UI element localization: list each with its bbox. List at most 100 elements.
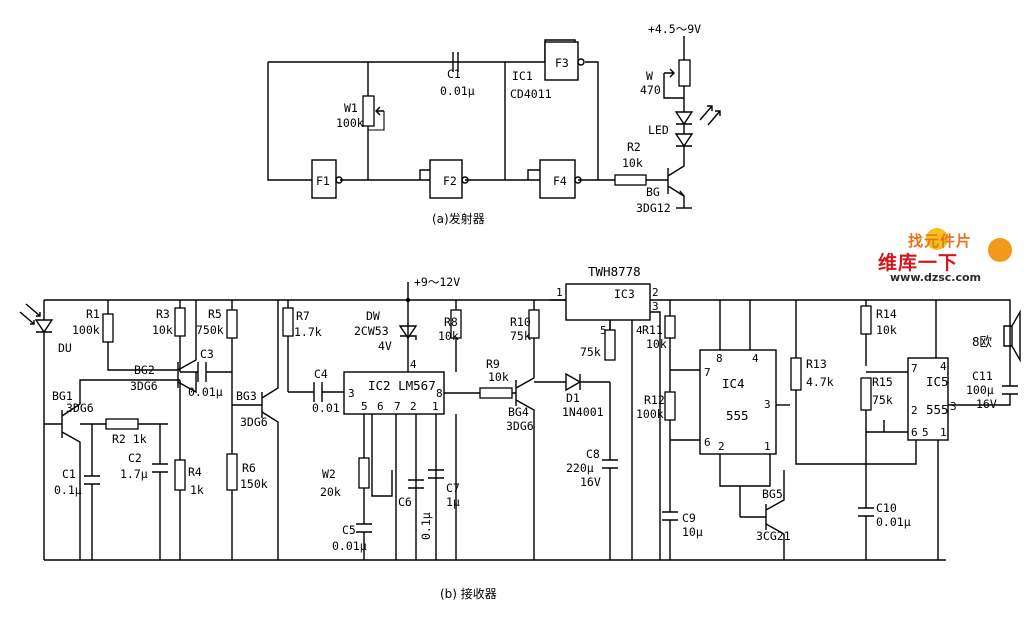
ic5-pin-1: 1 (940, 426, 947, 439)
label-d1-part: 1N4001 (562, 405, 604, 419)
label-c3: C3 (200, 347, 214, 361)
ic2-pin-6: 6 (377, 400, 384, 413)
ic5-pin-4: 4 (940, 360, 947, 373)
label-c8-value: 220μ (566, 461, 594, 475)
ic4-pin-2: 2 (718, 440, 725, 453)
ic5-pin-6: 6 (911, 426, 918, 439)
label-r12-value: 100k (636, 407, 664, 421)
ic3-pin-5: 5 (600, 324, 607, 337)
label-r6: R6 (242, 461, 256, 475)
label-supply-b: +9～12V (414, 275, 460, 289)
receiver-r9 (479, 387, 513, 399)
ic5-pin-5: 5 (922, 426, 929, 439)
label-r15: R15 (872, 375, 893, 389)
ic4-pin-8: 8 (716, 352, 723, 365)
label-du: DU (58, 341, 72, 355)
label-r14-value: 10k (876, 323, 897, 337)
gate-f3 (544, 41, 579, 81)
receiver-r7 (282, 307, 294, 337)
label-c8: C8 (586, 447, 600, 461)
label-ic3: IC3 (614, 287, 635, 301)
label-bg2-part: 3DG6 (130, 379, 158, 393)
label-w2: W2 (322, 467, 336, 481)
receiver-r10 (528, 309, 540, 339)
receiver-r15 (860, 377, 872, 411)
label-ic4: IC4 (722, 376, 745, 391)
ic2-pin-2: 2 (410, 400, 417, 413)
label-bg5-part: 3CG21 (756, 529, 791, 543)
caption-transmitter: (a)发射器 (432, 211, 485, 226)
receiver-r13 (790, 357, 802, 391)
label-r2-rx: R2 1k (112, 432, 147, 446)
label-r8: R8 (444, 315, 458, 329)
label-bg4: BG4 (508, 405, 529, 419)
label-r7-value: 1.7k (294, 325, 322, 339)
label-c1-rx-value: 0.1μ (54, 483, 82, 497)
label-c9-value: 10μ (682, 525, 703, 539)
label-r4-value: 1k (190, 483, 204, 497)
ic2-pin-3: 3 (348, 387, 355, 400)
ic3-pin-1: 1 (556, 286, 563, 299)
label-bg: BG (646, 185, 660, 199)
ic5-555 (907, 357, 949, 441)
label-ic2: IC2 LM567 (368, 378, 436, 393)
label-bg3-part: 3DG6 (240, 415, 268, 429)
caption-receiver: (b) 接收器 (440, 586, 497, 601)
receiver-r2 (105, 418, 139, 430)
label-w2-value: 20k (320, 485, 341, 499)
ic4-pin-6: 6 (704, 436, 711, 449)
label-ic3-title: TWH8778 (588, 264, 641, 279)
label-r6-value: 150k (240, 477, 268, 491)
label-r14: R14 (876, 307, 897, 321)
label-dw: DW (366, 309, 380, 323)
transmitter-circuit: C1 0.01μ IC1 CD4011 W1 100k F1 F2 F3 F4 … (267, 22, 721, 226)
label-f1: F1 (316, 174, 330, 188)
receiver-circuit: +9～12V DU R1 100k BG1 3DG6 R2 1k C1 0.1μ… (19, 264, 1021, 601)
label-c9: C9 (682, 511, 696, 525)
label-f4: F4 (553, 174, 567, 188)
logo-yellow-blob-icon (926, 228, 948, 250)
label-c3-value: 0.01μ (188, 385, 223, 399)
label-w-value: 470 (640, 83, 661, 97)
receiver-r6 (226, 453, 238, 491)
gate-f4 (539, 159, 576, 199)
ic5-pin-3: 3 (950, 400, 957, 413)
label-r11: R11 (642, 323, 663, 337)
label-dw-part: 2CW53 (354, 324, 389, 338)
label-r13: R13 (806, 357, 827, 371)
ic2-lm567 (343, 371, 445, 415)
receiver-r8 (450, 309, 462, 339)
label-c1: C1 (447, 67, 461, 81)
label-c11: C11 (972, 369, 993, 383)
label-c8-voltage: 16V (580, 475, 601, 489)
ic4-pin-3: 3 (764, 398, 771, 411)
label-r10-value: 75k (510, 329, 531, 343)
label-bg1-part: 3DG6 (66, 401, 94, 415)
label-c6-value: 0.1μ (419, 512, 433, 540)
watermark-line2: 维库一下 (878, 252, 959, 274)
ic3-pin-4: 4 (636, 324, 643, 337)
ic5-pin-7: 7 (911, 362, 918, 375)
receiver-w2 (358, 457, 370, 489)
label-c4: C4 (314, 367, 328, 381)
label-c5-value: 0.01μ (332, 539, 367, 553)
label-c2-value: 1.7μ (120, 467, 148, 481)
ic2-pin-5: 5 (361, 400, 368, 413)
label-c7: C7 (446, 481, 460, 495)
label-d1: D1 (566, 391, 580, 405)
label-c6: C6 (398, 495, 412, 509)
logo-sun-icon (988, 238, 1012, 262)
ic2-pin-7: 7 (394, 400, 401, 413)
label-r4: R4 (188, 465, 202, 479)
watermark-line1: 找元件片 (908, 232, 973, 250)
ic2-pin-1: 1 (432, 400, 439, 413)
label-ic4-part: 555 (726, 408, 749, 423)
ic2-pin-4: 4 (410, 358, 417, 371)
label-r-75k: 75k (580, 345, 601, 359)
label-r15-value: 75k (872, 393, 893, 407)
label-c7-value: 1μ (446, 495, 460, 509)
label-c10: C10 (876, 501, 897, 515)
label-bg-part: 3DG12 (636, 201, 671, 215)
label-c4-value: 0.01 (312, 401, 340, 415)
